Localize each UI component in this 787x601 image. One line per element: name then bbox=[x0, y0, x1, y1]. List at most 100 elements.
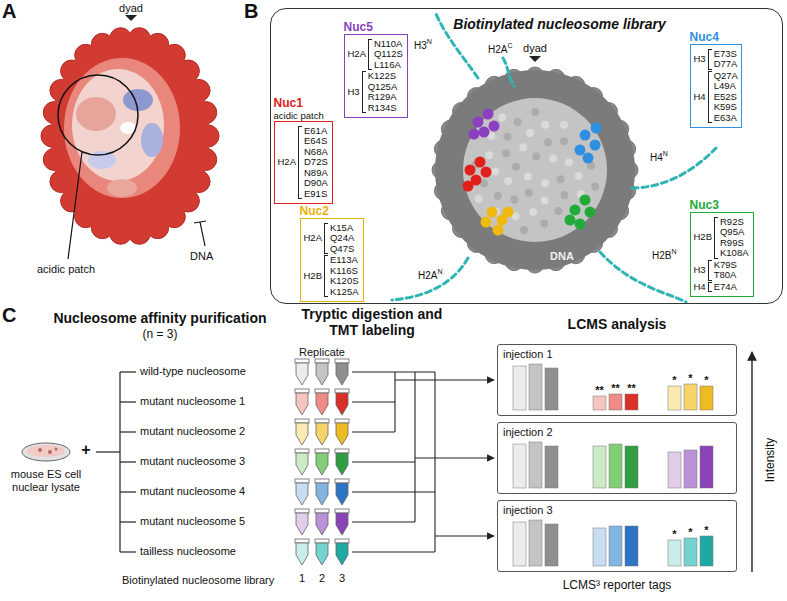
mutant-box: Nuc4H3E73S D77AH4Q27A L49A E52S K59S E63… bbox=[690, 30, 743, 129]
histone-surface bbox=[472, 108, 599, 234]
sample-tube bbox=[335, 449, 349, 453]
significance-mark: * bbox=[704, 374, 708, 387]
mutation-list: Q27A L49A E52S K59S E63A bbox=[714, 71, 738, 124]
step-heading: Tryptic digestion and TMT labeling bbox=[292, 306, 452, 338]
box-heading: Nuc1 bbox=[274, 96, 333, 110]
nuc2-residues bbox=[481, 217, 492, 228]
reporter-bar bbox=[625, 526, 638, 566]
workflow-art bbox=[55, 448, 58, 451]
axis-caption: LCMS³ reporter tags bbox=[563, 579, 672, 593]
mutant-box: Nuc5H2AN110A Q112S L116AH3K122S Q125A R1… bbox=[344, 20, 408, 119]
sample-tube bbox=[295, 419, 309, 423]
sample-tube bbox=[295, 449, 309, 453]
histone-surface bbox=[510, 196, 518, 204]
tail-superscript: C bbox=[507, 42, 512, 50]
axis-label: Intensity bbox=[764, 438, 778, 483]
reporter-bar bbox=[593, 396, 606, 410]
reporter-bar bbox=[529, 520, 542, 566]
sample-tube bbox=[296, 423, 308, 445]
axis-arrow bbox=[751, 352, 752, 572]
pooling-line bbox=[414, 372, 415, 522]
significance-mark: * bbox=[672, 528, 676, 541]
dyad-marker bbox=[529, 56, 541, 62]
bracket bbox=[324, 223, 328, 255]
mutation-box: H2AE61A E64S N68A D72S N89A D90A E91S bbox=[274, 121, 333, 205]
tail-superscript: N bbox=[427, 38, 432, 46]
histone-surface bbox=[531, 108, 539, 116]
sample-name: mutant nucleosome 4 bbox=[140, 485, 245, 498]
mutation-list: K15A Q24A Q47S bbox=[330, 223, 354, 255]
reporter-bar bbox=[625, 394, 638, 410]
sample-tube bbox=[296, 363, 308, 385]
reporter-bar bbox=[593, 528, 606, 566]
nuc3-residues bbox=[585, 207, 596, 218]
callout-label: acidic patch bbox=[37, 263, 95, 276]
pooling-arrow bbox=[415, 457, 494, 458]
box-heading: Nuc5 bbox=[344, 20, 408, 34]
sample-tube bbox=[296, 513, 308, 535]
sample-tube bbox=[336, 483, 348, 505]
histone-surface bbox=[565, 159, 573, 167]
histone-surface bbox=[514, 118, 522, 126]
step-note: (n = 3) bbox=[142, 328, 177, 342]
reporter-bar bbox=[529, 442, 542, 488]
histone-surface bbox=[512, 163, 520, 171]
nucleosome-surface bbox=[107, 179, 137, 197]
protein-name: H2A bbox=[278, 157, 296, 168]
histone-tail bbox=[600, 252, 686, 302]
sample-tube bbox=[315, 509, 329, 513]
tail-label: H2A bbox=[488, 44, 507, 56]
nuc4-residues bbox=[575, 123, 602, 164]
significance-mark: ** bbox=[627, 382, 636, 395]
panel-letter: B bbox=[244, 0, 258, 23]
mutation-box: H3E73S D77AH4Q27A L49A E52S K59S E63A bbox=[690, 44, 743, 129]
protein-name: H3 bbox=[694, 265, 706, 276]
reporter-bar bbox=[593, 446, 606, 488]
histone-surface bbox=[475, 195, 483, 203]
dyad-marker bbox=[125, 15, 137, 21]
bracket bbox=[324, 255, 328, 297]
reporter-bar bbox=[668, 452, 681, 488]
sample-tube bbox=[316, 393, 328, 415]
reporter-bar bbox=[545, 446, 558, 488]
sample-tube bbox=[315, 419, 329, 423]
sample-tube bbox=[335, 479, 349, 483]
reporter-bar bbox=[609, 526, 622, 566]
pooling-line bbox=[352, 521, 415, 522]
nuc2-residues bbox=[503, 207, 514, 218]
bracket bbox=[708, 49, 712, 70]
box-heading: Nuc3 bbox=[690, 198, 754, 212]
sample-tube bbox=[295, 389, 309, 393]
workflow-art bbox=[38, 448, 42, 452]
pooling-line bbox=[352, 491, 435, 492]
plus-sign: + bbox=[81, 441, 90, 459]
sample-name: mutant nucleosome 3 bbox=[140, 455, 245, 468]
sample-tube bbox=[336, 363, 348, 385]
injection-box: injection 3*** bbox=[497, 500, 737, 572]
mutation-box: H2BR92S Q95A R99S K108AH3K79S T80AH4E74A bbox=[690, 212, 754, 298]
bracket bbox=[714, 217, 718, 259]
protein-name: H2B bbox=[304, 271, 322, 282]
nuc1-residues bbox=[481, 167, 492, 178]
histone-surface bbox=[541, 179, 549, 187]
histone-surface bbox=[504, 177, 512, 185]
sample-tube bbox=[296, 483, 308, 505]
histone-surface bbox=[560, 121, 568, 129]
reporter-bar bbox=[513, 522, 526, 566]
protein-name: H4 bbox=[694, 282, 706, 293]
nuc3-residues bbox=[565, 195, 596, 230]
sample-tube bbox=[315, 479, 329, 483]
injection-label: injection 3 bbox=[503, 504, 553, 517]
sample-tube bbox=[316, 363, 328, 385]
mutation-list: K79S T80A bbox=[714, 260, 737, 281]
protein-group: H3K122S Q125A R129A R134S bbox=[348, 71, 403, 113]
reporter-bar bbox=[700, 536, 713, 566]
reporter-bar bbox=[684, 538, 697, 566]
sample-tube bbox=[315, 539, 329, 543]
protein-name: H2A bbox=[348, 49, 366, 60]
reporter-bar bbox=[513, 366, 526, 410]
nuc3-residues bbox=[580, 195, 591, 206]
mutant-box: Nuc3H2BR92S Q95A R99S K108AH3K79S T80AH4… bbox=[690, 198, 754, 298]
bracket bbox=[708, 282, 712, 293]
patch-circle bbox=[58, 75, 138, 155]
